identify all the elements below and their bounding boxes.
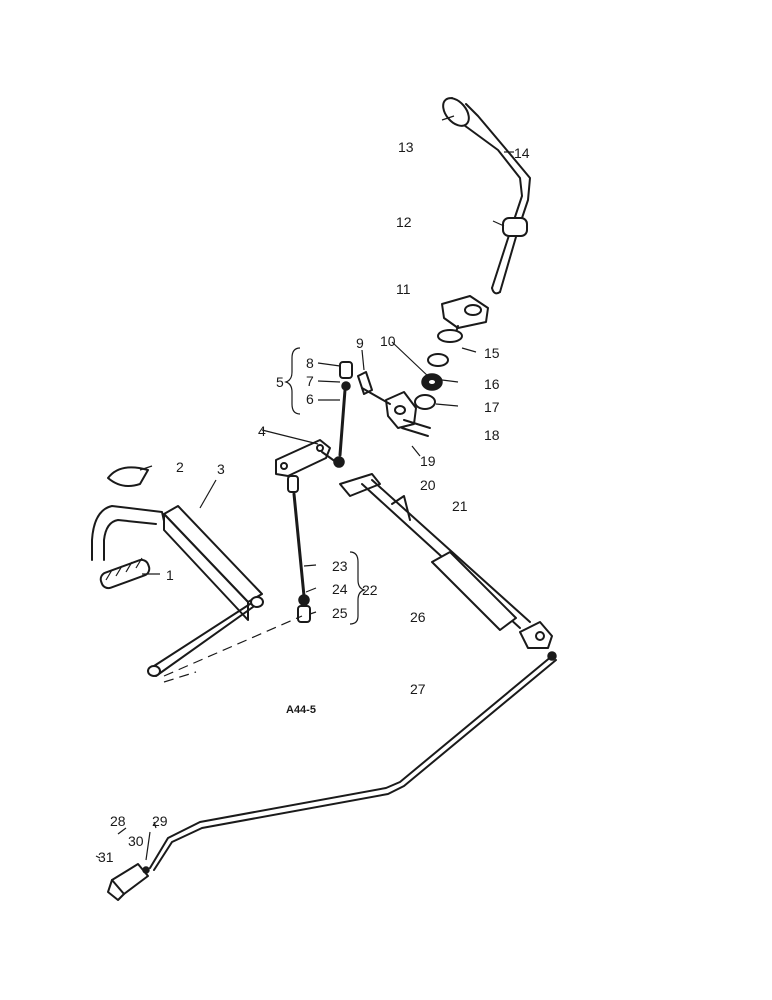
callout-27: 27	[410, 681, 426, 697]
bracket-group-22	[349, 551, 366, 625]
callout-20: 20	[420, 477, 436, 493]
callout-25: 25	[332, 605, 348, 621]
callout-19: 19	[420, 453, 436, 469]
callout-26: 26	[410, 609, 426, 625]
alignment-line-lower	[163, 671, 197, 683]
callout-30: 30	[128, 833, 144, 849]
callout-15: 15	[484, 345, 500, 361]
callout-16: 16	[484, 376, 500, 392]
callout-29: 29	[152, 813, 168, 829]
rod-end-fittings	[107, 863, 150, 901]
operating-lever	[99, 557, 151, 590]
callout-1: 1	[166, 567, 174, 583]
callout-24: 24	[332, 581, 348, 597]
callout-22: 22	[362, 582, 378, 598]
washers-bushings	[414, 353, 449, 410]
callout-7: 7	[306, 373, 314, 389]
callout-13: 13	[398, 139, 414, 155]
callout-4: 4	[258, 423, 266, 439]
lower-link-rod	[287, 475, 311, 623]
callout-11: 11	[396, 281, 411, 297]
callout-12: 12	[396, 214, 412, 230]
bracket-group-5	[284, 347, 301, 415]
callout-28: 28	[110, 813, 126, 829]
callout-23: 23	[332, 558, 348, 574]
callout-9: 9	[356, 335, 364, 351]
bellcrank	[275, 439, 337, 477]
spacer	[107, 466, 149, 487]
callout-2: 2	[176, 459, 184, 475]
callout-8: 8	[306, 355, 314, 371]
long-rod	[149, 651, 557, 871]
pivot-bracket	[357, 371, 431, 437]
support-frame	[91, 505, 264, 677]
leader-lines	[95, 115, 514, 861]
callout-21: 21	[452, 498, 468, 514]
figure-reference: A44-5	[286, 704, 316, 716]
callout-6: 6	[306, 391, 314, 407]
callout-5: 5	[276, 374, 284, 390]
callout-31: 31	[98, 849, 114, 865]
callout-3: 3	[217, 461, 225, 477]
upper-link-rod	[333, 361, 353, 468]
lever-bracket	[437, 295, 489, 343]
callout-10: 10	[380, 333, 396, 349]
callout-17: 17	[484, 399, 500, 415]
callout-14: 14	[514, 145, 530, 161]
control-lever	[442, 97, 531, 295]
alignment-line-upper	[163, 615, 303, 677]
cross-shaft	[339, 473, 553, 649]
callout-18: 18	[484, 427, 500, 443]
